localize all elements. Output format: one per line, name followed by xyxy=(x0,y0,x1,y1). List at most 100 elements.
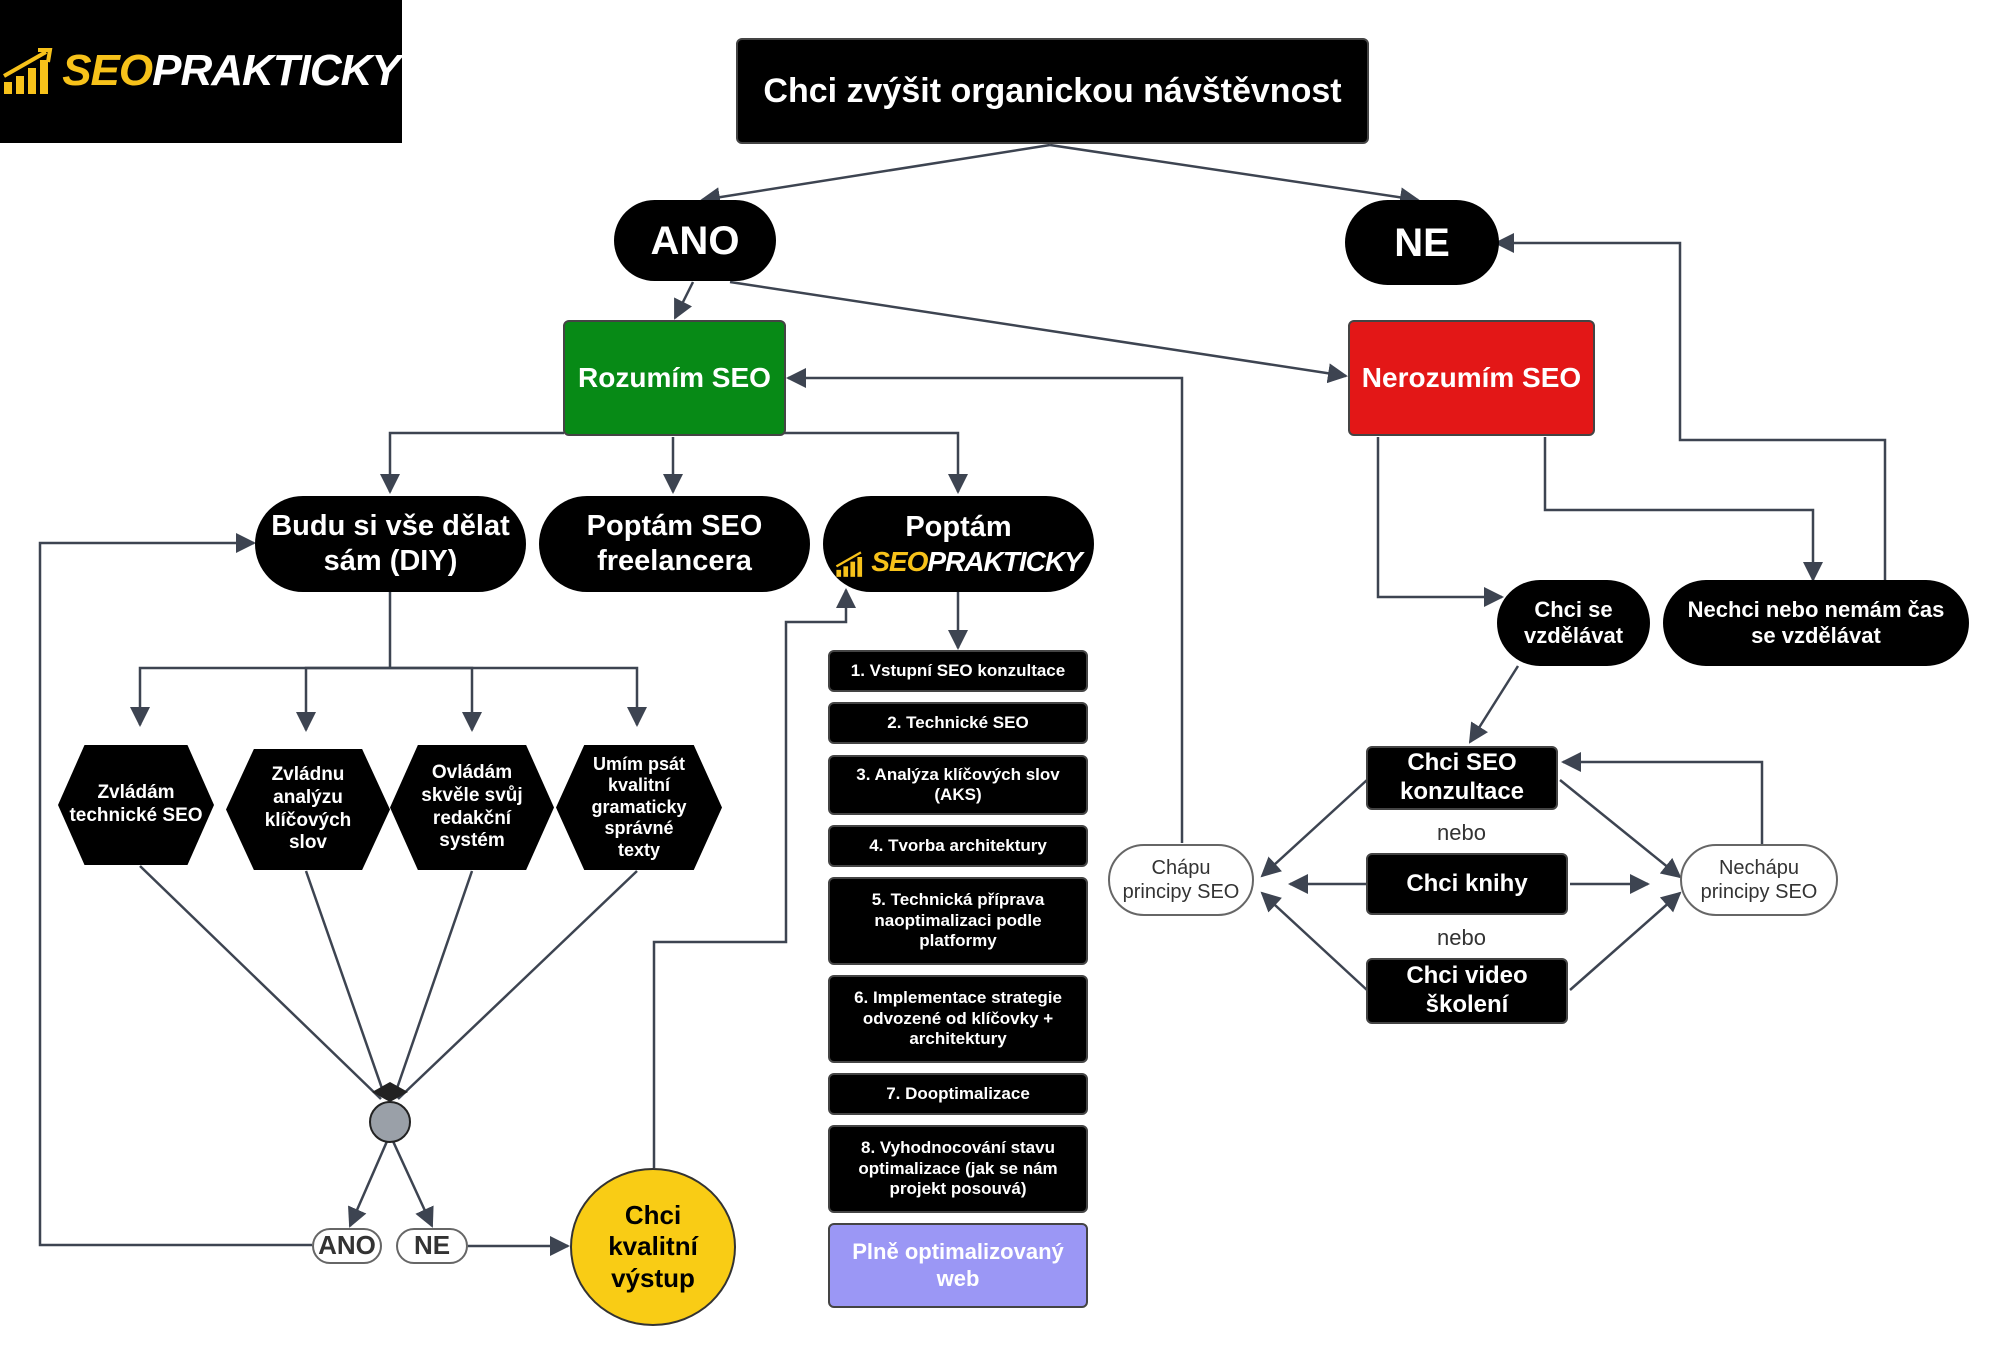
edge-video-notunderstand xyxy=(1569,891,1682,991)
or-label-1: nebo xyxy=(1437,820,1486,845)
ne-label: NE xyxy=(1394,220,1450,265)
edge-quality-agency xyxy=(652,588,856,1168)
skill-keywords-label: Zvládnu analýzu klíčových slov xyxy=(264,763,352,854)
chart-bars-icon xyxy=(836,551,863,578)
step-7: 7. Dooptimalizace xyxy=(828,1073,1088,1115)
freelancer-label: Poptám SEO freelancera xyxy=(586,510,763,577)
edge-skill3-merge xyxy=(392,870,474,1098)
edge-skill1-merge xyxy=(139,865,382,1100)
step-label: 2. Technické SEO xyxy=(887,712,1029,732)
edge-ano-rozumim xyxy=(673,281,695,320)
understand-label: Chápu principy SEO xyxy=(1122,857,1240,903)
step-5: 5. Technická příprava naoptimalizaci pod… xyxy=(828,877,1088,965)
step-label: 7. Dooptimalizace xyxy=(886,1083,1030,1103)
edge-notunderstand-consult xyxy=(1561,752,1764,844)
edge-rozumim-agency xyxy=(783,431,968,494)
skill-texts: Umím psát kvalitní gramaticky správné te… xyxy=(556,745,722,870)
skill-cms: Ovládám skvěle svůj redakční systém xyxy=(390,745,554,870)
freelancer-node: Poptám SEO freelancera xyxy=(539,496,810,592)
edge-nerozumim-learn xyxy=(1376,437,1504,607)
edge-nolearn-ne xyxy=(1494,233,1887,580)
want-learn-label: Chci se vzdělávat xyxy=(1523,596,1624,648)
small-ano-node: ANO xyxy=(312,1228,382,1264)
diy-label: Budu si vše dělat sám (DIY) xyxy=(271,510,510,577)
step-3: 3. Analýza klíčových slov (AKS) xyxy=(828,755,1088,815)
skill-keywords: Zvládnu analýzu klíčových slov xyxy=(226,749,390,870)
step-6: 6. Implementace strategie odvozené od kl… xyxy=(828,975,1088,1063)
brand-logo: SEOPRAKTICKY xyxy=(0,0,402,143)
no-learn-label: Nechci nebo nemám čas se vzdělávat xyxy=(1687,596,1945,648)
step-label: 3. Analýza klíčových slov (AKS) xyxy=(856,764,1060,804)
step-label: 5. Technická příprava naoptimalizaci pod… xyxy=(871,890,1045,951)
edge-consult-notunderstand xyxy=(1559,779,1682,879)
final-label: Plně optimalizovaný web xyxy=(852,1239,1064,1291)
small-ne-node: NE xyxy=(396,1228,468,1264)
edge-root-ne xyxy=(1049,143,1420,208)
small-ano-label: ANO xyxy=(318,1230,376,1261)
logo-prakticky: PRAKTICKY xyxy=(152,46,401,96)
edge-diy-skill3 xyxy=(390,666,482,732)
understand-node: Chápu principy SEO xyxy=(1108,844,1254,916)
edge-consult-understand xyxy=(1260,779,1368,878)
nerozumim-label: Nerozumím SEO xyxy=(1361,362,1582,394)
agency-logo-seo: SEO xyxy=(871,545,928,577)
not-understand-label: Nechápu principy SEO xyxy=(1700,857,1818,903)
edge-smallano-diy xyxy=(38,533,312,1247)
no-learn-node: Nechci nebo nemám čas se vzdělávat xyxy=(1663,580,1969,666)
skill-texts-label: Umím psát kvalitní gramaticky správné te… xyxy=(591,753,687,860)
root-label: Chci zvýšit organickou návštěvnost xyxy=(763,71,1342,110)
seo-consult-label: Chci SEO konzultace xyxy=(1399,749,1525,805)
merge-arrowhead-icon xyxy=(372,1082,408,1102)
diy-node: Budu si vše dělat sám (DIY) xyxy=(255,496,526,592)
quality-output-node: Chci kvalitní výstup xyxy=(570,1168,736,1326)
rozumim-node: Rozumím SEO xyxy=(563,320,786,436)
step-label: 8. Vyhodnocování stavu optimalizace (jak… xyxy=(858,1138,1058,1199)
edge-merge-ne xyxy=(390,1138,434,1228)
edge-nerozumim-nolearn xyxy=(1543,437,1823,582)
step-1: 1. Vstupní SEO konzultace xyxy=(828,650,1088,692)
books-label: Chci knihy xyxy=(1406,869,1528,897)
not-understand-node: Nechápu principy SEO xyxy=(1680,844,1838,916)
quality-output-label: Chci kvalitní výstup xyxy=(608,1200,698,1293)
seo-consult-node: Chci SEO konzultace xyxy=(1366,746,1558,810)
edge-video-understand xyxy=(1260,891,1368,991)
step-8: 8. Vyhodnocování stavu optimalizace (jak… xyxy=(828,1125,1088,1213)
edge-skill2-merge xyxy=(304,870,387,1098)
edge-ano-nerozumim xyxy=(729,280,1348,384)
edge-merge-ano xyxy=(348,1138,390,1228)
skill-technical-label: Zvládám technické SEO xyxy=(69,782,203,826)
step-4: 4. Tvorba architektury xyxy=(828,825,1088,867)
nerozumim-node: Nerozumím SEO xyxy=(1348,320,1595,436)
small-ne-label: NE xyxy=(413,1230,451,1261)
root-node: Chci zvýšit organickou návštěvnost xyxy=(736,38,1369,144)
step-2: 2. Technické SEO xyxy=(828,702,1088,744)
agency-node: Poptám SEOPRAKTICKY xyxy=(823,496,1094,592)
agency-logo-prakticky: PRAKTICKY xyxy=(927,545,1082,577)
edge-root-ano xyxy=(700,143,1051,208)
edge-diy-skill4 xyxy=(390,666,647,727)
rozumim-label: Rozumím SEO xyxy=(578,362,771,394)
edge-rozumim-diy xyxy=(380,431,564,494)
edge-skill4-merge xyxy=(397,870,638,1100)
video-label: Chci video školení xyxy=(1406,962,1528,1018)
want-learn-node: Chci se vzdělávat xyxy=(1497,580,1650,666)
ne-node: NE xyxy=(1345,200,1499,285)
or-label-2: nebo xyxy=(1437,925,1486,950)
logo-seo: SEO xyxy=(62,46,153,96)
edge-diy-skill2 xyxy=(296,666,390,732)
video-node: Chci video školení xyxy=(1366,958,1568,1024)
edge-learn-consult xyxy=(1468,665,1520,744)
ano-label: ANO xyxy=(650,218,740,263)
skill-cms-label: Ovládám skvěle svůj redakční systém xyxy=(421,761,523,852)
ano-node: ANO xyxy=(614,200,776,281)
step-label: 6. Implementace strategie odvozené od kl… xyxy=(854,988,1062,1049)
merge-node xyxy=(369,1101,411,1143)
step-label: 1. Vstupní SEO konzultace xyxy=(850,660,1066,680)
edge-understand-rozumim xyxy=(786,368,1184,843)
books-node: Chci knihy xyxy=(1366,853,1568,915)
step-label: 4. Tvorba architektury xyxy=(869,835,1047,855)
skill-technical: Zvládám technické SEO xyxy=(58,745,214,865)
agency-label: Poptám xyxy=(905,510,1012,543)
